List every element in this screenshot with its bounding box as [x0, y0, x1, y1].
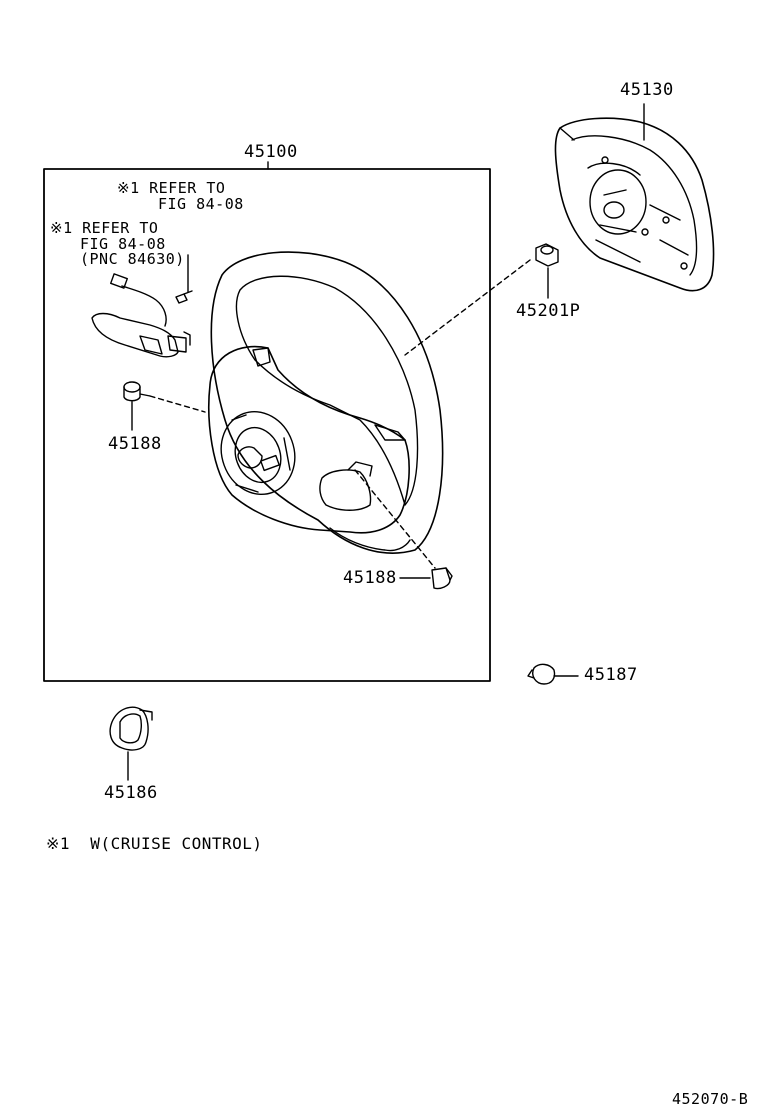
label-45186: 45186: [104, 783, 158, 803]
screw-left-illustration: [123, 381, 206, 431]
label-45188-left: 45188: [108, 434, 162, 454]
steering-wheel-illustration: [208, 251, 444, 554]
plug-illustration: [527, 663, 579, 685]
refer-note-lower-line1: ※1 REFER TO: [50, 219, 159, 237]
label-45201P: 45201P: [516, 301, 581, 321]
refer-note-upper-line2: FIG 84-08: [158, 195, 244, 213]
footnote: ※1 W(CRUISE CONTROL): [46, 834, 263, 853]
airbag-pad-illustration: [554, 103, 715, 292]
label-45100: 45100: [244, 142, 298, 162]
label-45188-lower: 45188: [343, 568, 397, 588]
small-screw-illustration: [175, 254, 193, 304]
refer-note-upper-line1: ※1 REFER TO: [117, 179, 226, 197]
label-45130: 45130: [620, 80, 674, 100]
nut-illustration: [404, 243, 559, 356]
cruise-switch-illustration: [91, 273, 191, 358]
refer-note-lower-line3: (PNC 84630): [80, 250, 185, 268]
figure-code: 452070-B: [672, 1090, 749, 1108]
screw-lower-illustration: [354, 469, 453, 590]
label-45187: 45187: [584, 665, 638, 685]
assembly-frame: [43, 168, 491, 682]
refer-note-lower-line2: FIG 84-08: [80, 235, 166, 253]
cover-illustration: [109, 706, 153, 781]
